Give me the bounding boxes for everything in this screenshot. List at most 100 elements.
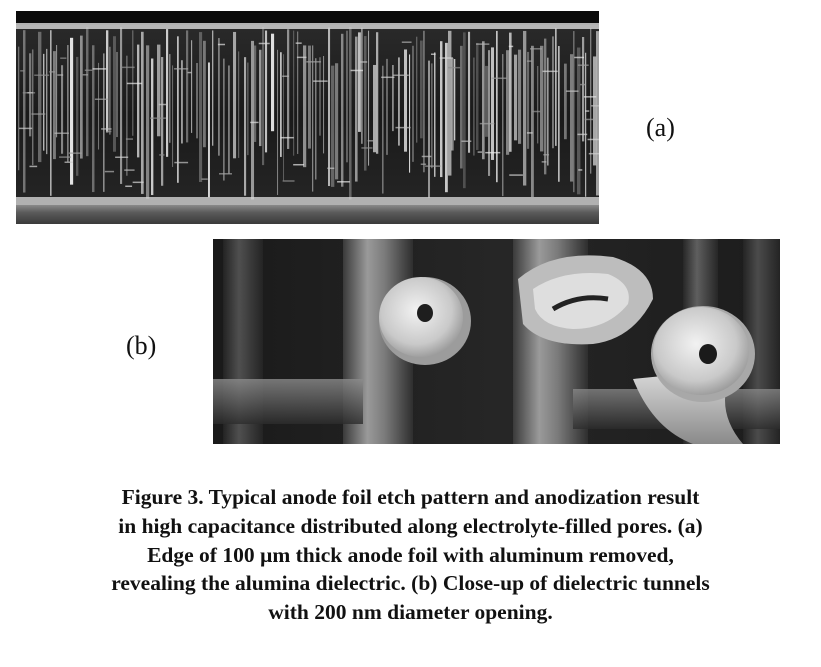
etch-tunnel	[308, 45, 311, 149]
etch-tunnel	[196, 63, 199, 139]
etch-branch	[219, 173, 232, 175]
etch-tunnel	[596, 31, 599, 196]
etch-tunnel	[53, 51, 56, 160]
etch-tunnel	[420, 40, 423, 139]
caption-line: revealing the alumina dielectric. (b) Cl…	[111, 571, 710, 596]
etch-branch	[29, 165, 38, 168]
etch-tunnel	[491, 47, 495, 160]
etch-tunnel	[454, 58, 456, 141]
etch-branch	[392, 74, 409, 77]
etch-tunnel	[476, 42, 479, 150]
etch-tunnel	[590, 28, 592, 174]
etch-branch	[588, 152, 599, 155]
etch-tunnel	[120, 27, 123, 184]
etch-branch	[296, 56, 307, 59]
etch-tunnel	[98, 62, 100, 150]
etch-branch	[59, 156, 72, 158]
etch-tunnel	[151, 58, 154, 196]
etch-tunnel	[485, 65, 489, 137]
etch-branch	[64, 161, 73, 163]
etch-branch	[295, 42, 302, 44]
etch-tunnel	[463, 32, 466, 189]
etch-tunnel	[376, 32, 379, 154]
panel-a-label: (a)	[646, 113, 675, 142]
etch-branch	[115, 156, 129, 159]
etch-tunnel	[212, 30, 214, 146]
etch-branch	[20, 70, 25, 72]
etch-branch	[476, 43, 490, 45]
etch-tunnel	[80, 35, 83, 159]
etch-branch	[461, 140, 472, 142]
etch-branch	[425, 165, 441, 167]
etch-branch	[293, 163, 305, 166]
etch-branch	[68, 152, 82, 154]
etch-branch	[479, 122, 495, 125]
etch-tunnel	[43, 53, 45, 151]
etch-tunnel	[409, 54, 411, 173]
etch-branch	[94, 98, 109, 101]
etch-tunnel	[297, 31, 299, 154]
etch-branch	[313, 80, 328, 82]
etch-branch	[201, 178, 208, 180]
etch-tunnel	[46, 48, 48, 155]
etch-tunnel	[564, 63, 567, 140]
etch-tunnel	[271, 33, 275, 132]
etch-tunnel	[191, 40, 193, 133]
etch-tunnel	[238, 51, 240, 158]
etch-branch	[584, 118, 594, 121]
etch-tunnel	[341, 33, 344, 187]
etch-tunnel	[141, 31, 144, 194]
etch-tunnel	[440, 41, 443, 178]
etch-branch	[159, 154, 165, 156]
etch-tunnel	[126, 55, 128, 176]
etch-tunnel	[254, 45, 257, 142]
etch-tunnel	[558, 46, 560, 182]
etch-tunnel	[233, 31, 237, 159]
etch-tunnel	[434, 52, 436, 177]
etch-branch	[579, 83, 586, 86]
etch-branch	[381, 76, 395, 79]
etch-tunnel	[169, 54, 171, 143]
etch-tunnel	[346, 30, 348, 163]
etch-branch	[421, 155, 432, 158]
tunnel-cross-section-left	[379, 277, 471, 365]
etch-branch	[174, 68, 189, 70]
etch-branch	[158, 103, 167, 106]
etch-tunnel	[280, 52, 282, 157]
etch-tunnel	[92, 45, 95, 193]
etch-branch	[401, 41, 412, 43]
etch-tunnel	[547, 57, 549, 166]
etch-tunnel	[496, 30, 498, 183]
etch-branch	[587, 138, 599, 141]
etch-tunnel	[76, 56, 79, 176]
etch-branch	[591, 105, 599, 107]
etch-branch	[337, 181, 350, 183]
etch-tunnel	[247, 62, 249, 156]
etch-tunnel	[18, 46, 20, 171]
etch-branch	[250, 121, 259, 124]
etch-tunnel	[106, 30, 109, 133]
etch-branch	[121, 66, 135, 69]
etch-tunnel	[428, 60, 431, 198]
etch-branch	[280, 136, 294, 139]
etch-branch	[84, 69, 93, 71]
etch-tunnel	[303, 45, 307, 168]
etch-branch	[420, 163, 427, 165]
etch-tunnel	[544, 38, 547, 175]
etch-tunnel	[109, 46, 111, 135]
etch-tunnel	[451, 58, 454, 151]
etch-branch	[126, 82, 143, 85]
etch-tunnel	[468, 31, 471, 153]
etch-tunnel	[223, 58, 225, 181]
etch-tunnel	[404, 49, 408, 152]
etch-tunnel	[137, 44, 140, 158]
etch-branch	[125, 185, 133, 188]
etch-tunnel	[203, 40, 206, 148]
etch-tunnel	[445, 42, 448, 193]
etch-tunnel	[146, 45, 150, 199]
etch-tunnel	[331, 65, 335, 187]
etch-tunnel	[218, 38, 220, 156]
etch-tunnel	[67, 45, 69, 162]
etch-tunnel	[328, 27, 331, 187]
